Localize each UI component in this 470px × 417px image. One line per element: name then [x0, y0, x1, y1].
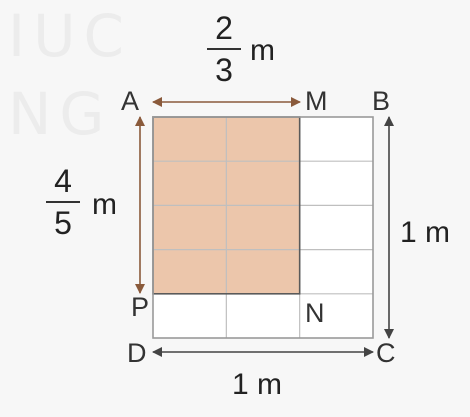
height-unit: m — [92, 188, 117, 221]
grid-cells — [153, 117, 373, 338]
watermark-text-top: IUC — [8, 2, 133, 70]
height-numerator: 4 — [54, 163, 72, 199]
shaded-cell — [153, 161, 227, 206]
grid-cell — [299, 205, 373, 250]
vertex-label-D: D — [127, 338, 147, 368]
grid-cell — [299, 293, 373, 338]
fraction-bar — [207, 48, 241, 50]
side-label-right: 1 m — [400, 216, 451, 249]
fraction-bar — [46, 201, 80, 203]
grid-cell — [299, 249, 373, 294]
height-fraction: 4 5 — [46, 165, 80, 239]
height-denominator: 5 — [54, 205, 72, 241]
shaded-cell — [226, 161, 300, 206]
vertex-label-N: N — [305, 298, 325, 328]
square-ABCD-outline — [152, 116, 374, 339]
width-denominator: 3 — [215, 52, 233, 88]
watermark-text-bottom: NG — [8, 80, 113, 148]
shaded-cell — [226, 249, 300, 294]
grid-cell — [153, 293, 227, 338]
shaded-cell — [226, 117, 300, 162]
vertex-label-P: P — [131, 292, 150, 322]
grid-cell — [226, 293, 300, 338]
shaded-cell — [153, 249, 227, 294]
width-unit: m — [250, 34, 275, 67]
width-fraction: 2 3 — [207, 12, 241, 86]
grid-cell — [299, 117, 373, 162]
vertex-label-A: A — [121, 86, 140, 116]
shaded-cell — [153, 205, 227, 250]
vertex-label-C: C — [376, 338, 396, 368]
shaded-cell — [153, 117, 227, 162]
vertex-label-M: M — [305, 86, 328, 116]
shaded-cell — [226, 205, 300, 250]
vertex-label-B: B — [372, 86, 391, 116]
width-numerator: 2 — [215, 10, 233, 46]
grid-cell — [299, 161, 373, 206]
side-label-bottom: 1 m — [232, 368, 283, 401]
